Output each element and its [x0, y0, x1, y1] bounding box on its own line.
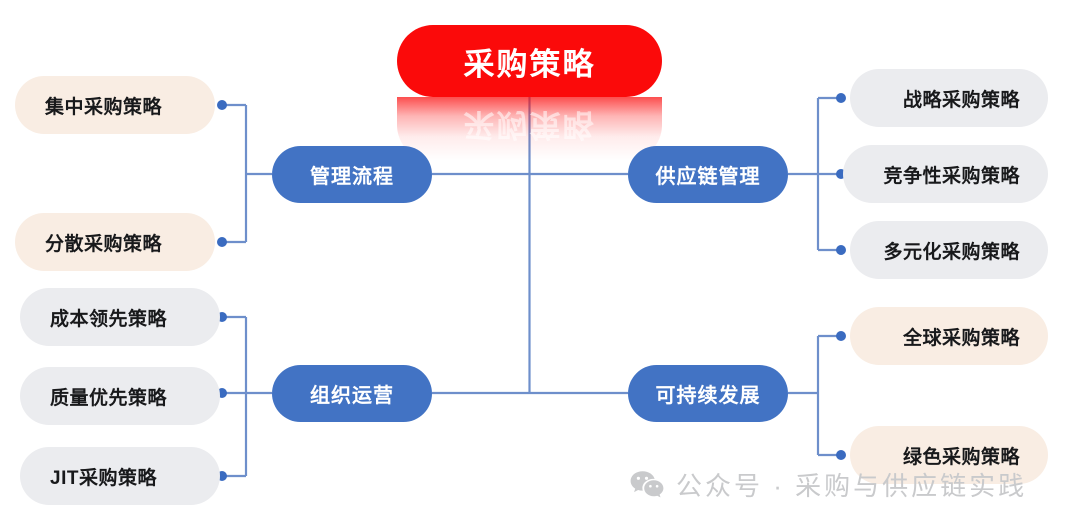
leaf-node-label: 战略采购策略: [902, 89, 1020, 111]
branch-node-organization-operation[interactable]: 组织运营: [272, 365, 432, 422]
branch-node-label: 管理流程: [310, 166, 394, 188]
root-node-purchasing-strategy[interactable]: 采购策略: [397, 25, 662, 97]
leaf-node-cost-leadership[interactable]: 成本领先策略: [20, 288, 220, 346]
leaf-node-global-purchasing[interactable]: 全球采购策略: [850, 307, 1048, 365]
branch-node-supply-chain-management[interactable]: 供应链管理: [628, 146, 788, 203]
leaf-node-green-purchasing[interactable]: 绿色采购策略: [850, 426, 1048, 484]
leaf-node-label: 成本领先策略: [50, 308, 168, 330]
connector-dot-decentralized-purchasing: [217, 237, 227, 247]
branch-node-label: 可持续发展: [655, 385, 761, 407]
connector-dot-diversified-purchasing: [836, 245, 846, 255]
leaf-node-centralized-purchasing[interactable]: 集中采购策略: [15, 76, 215, 134]
leaf-node-jit-purchasing[interactable]: JIT采购策略: [20, 447, 220, 505]
branch-node-label: 组织运营: [310, 385, 394, 407]
leaf-node-diversified-purchasing[interactable]: 多元化采购策略: [850, 221, 1048, 279]
connector-dot-global-purchasing: [836, 331, 846, 341]
leaf-node-strategic-purchasing[interactable]: 战略采购策略: [850, 69, 1048, 127]
connector-dot-centralized-purchasing: [217, 100, 227, 110]
leaf-node-label: 全球采购策略: [902, 327, 1020, 349]
leaf-node-label: 集中采购策略: [45, 96, 163, 118]
connector-dot-green-purchasing: [836, 450, 846, 460]
leaf-node-label: 分散采购策略: [45, 233, 163, 255]
leaf-node-label: 质量优先策略: [50, 387, 168, 409]
leaf-node-competitive-purchasing[interactable]: 竞争性采购策略: [843, 145, 1048, 203]
branch-node-label: 供应链管理: [655, 166, 761, 188]
branch-node-sustainable-development[interactable]: 可持续发展: [628, 365, 788, 422]
root-node-label: 采购策略: [463, 46, 596, 82]
leaf-node-decentralized-purchasing[interactable]: 分散采购策略: [15, 213, 215, 271]
leaf-node-quality-first[interactable]: 质量优先策略: [20, 367, 220, 425]
leaf-node-label: 竞争性采购策略: [883, 165, 1020, 187]
leaf-node-label: 多元化采购策略: [883, 241, 1020, 263]
leaf-node-label: JIT采购策略: [50, 467, 157, 489]
branch-node-management-process[interactable]: 管理流程: [272, 146, 432, 203]
connector-dot-strategic-purchasing: [836, 93, 846, 103]
leaf-node-label: 绿色采购策略: [902, 446, 1020, 468]
